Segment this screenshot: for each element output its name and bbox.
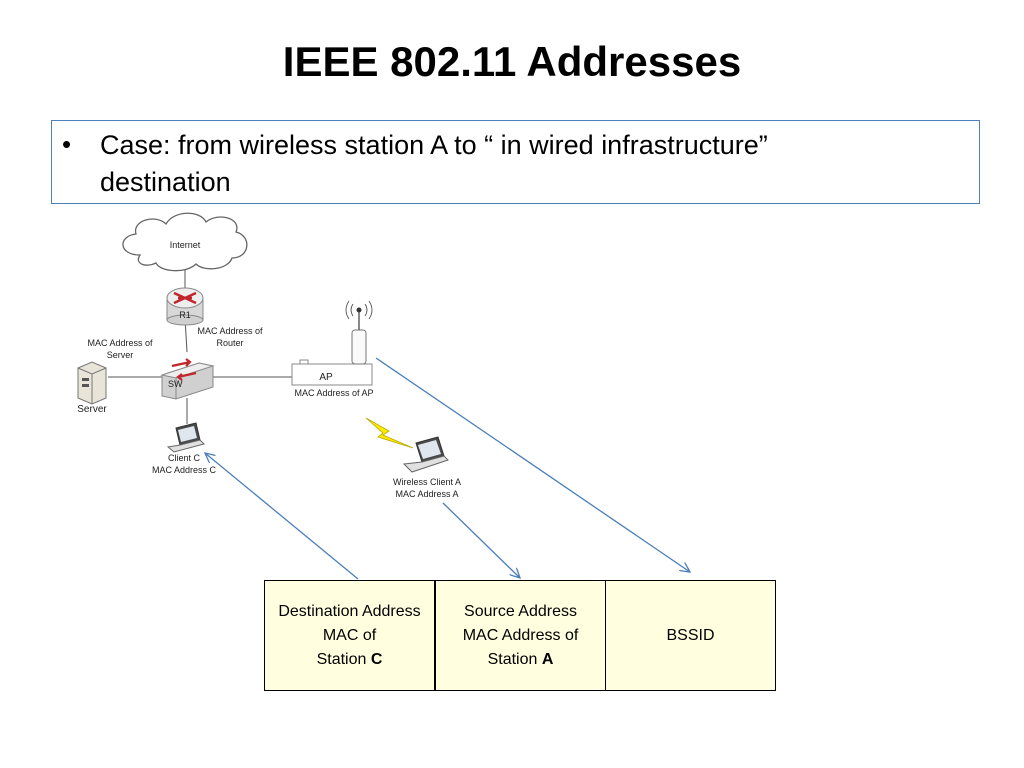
- server-label: Server: [77, 404, 107, 415]
- src-line-2: MAC Address of: [462, 626, 579, 644]
- src-line-1: Source Address: [464, 602, 577, 620]
- bullet-text: Case: from wireless station A to “ in wi…: [100, 127, 960, 201]
- switch-icon: SW: [160, 358, 215, 400]
- client-a-label: Wireless Client A: [393, 477, 461, 487]
- slide-title: IEEE 802.11 Addresses: [282, 38, 742, 85]
- router-mac-label-1: MAC Address of: [197, 326, 263, 336]
- router-mac-label-2: Router: [216, 338, 243, 348]
- arrow-ap-to-bssid: [375, 357, 690, 572]
- dest-line-3-text: Station: [316, 650, 371, 668]
- arrow-client-a-to-source: [442, 502, 520, 578]
- dest-line-3: Station C: [278, 648, 420, 672]
- wireless-lightning-icon: [365, 417, 414, 449]
- switch-label: SW: [168, 379, 183, 389]
- dest-station-letter: C: [370, 650, 383, 668]
- internet-label: Internet: [170, 240, 201, 250]
- frame-source-address: Source Address MAC Address of Station A: [435, 580, 606, 691]
- src-line-3-text: Station: [487, 650, 542, 668]
- ap-mac-label: MAC Address of AP: [294, 388, 373, 398]
- client-a-mac-label: MAC Address A: [395, 489, 458, 499]
- client-c-label: Client C: [168, 453, 201, 463]
- src-line-3: Station A: [463, 648, 579, 672]
- frame-destination-address: Destination Address MAC of Station C: [264, 580, 435, 691]
- server-mac-label-1: MAC Address of: [87, 338, 153, 348]
- bullet-line-1: Case: from wireless station A to “ in wi…: [100, 130, 768, 160]
- client-c-mac-label: MAC Address C: [152, 465, 217, 475]
- server-icon: [77, 361, 107, 405]
- bullet-symbol: •: [62, 129, 72, 159]
- access-point-icon: AP: [291, 300, 373, 386]
- dest-line-1: Destination Address: [278, 602, 421, 620]
- bullet-box: • Case: from wireless station A to “ in …: [51, 120, 980, 204]
- arrow-dest-to-client-c: [205, 453, 359, 580]
- bssid-label: BSSID: [666, 626, 715, 644]
- laptop-client-a-icon: [402, 436, 449, 473]
- router-icon: R1: [166, 287, 204, 326]
- dest-line-2: MAC of: [322, 626, 377, 644]
- internet-cloud-icon: Internet: [122, 212, 248, 272]
- src-station-letter: A: [541, 650, 554, 668]
- laptop-client-c-icon: [166, 422, 205, 453]
- ap-label: AP: [319, 372, 333, 383]
- router-label: R1: [179, 310, 191, 320]
- server-mac-label-2: Server: [107, 350, 134, 360]
- frame-bssid: BSSID: [605, 580, 776, 691]
- bullet-line-2: destination: [100, 167, 231, 197]
